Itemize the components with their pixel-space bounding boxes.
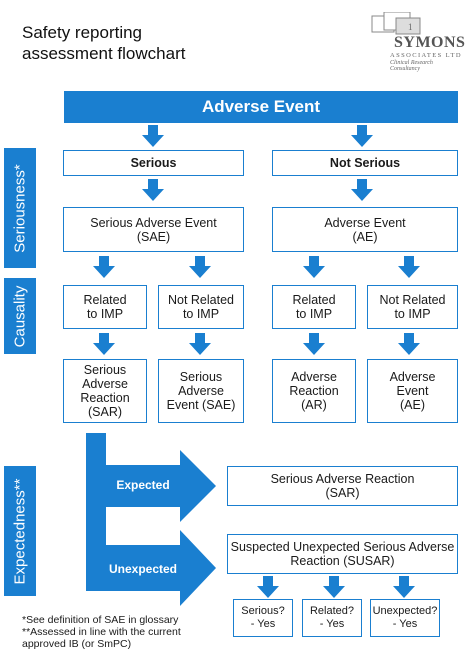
susar-result-line-1: Suspected Unexpected Serious Adverse	[230, 540, 455, 554]
title-line-1: Safety reporting	[22, 23, 143, 42]
arrow-down-icon	[303, 333, 325, 355]
arrow-down-icon	[93, 333, 115, 355]
arrow-down-icon	[93, 256, 115, 278]
arrow-down-icon	[303, 256, 325, 278]
outcome-line: Adverse	[178, 384, 224, 398]
sae-outcome-box: Serious Adverse Event (SAE)	[158, 359, 244, 423]
causality-line: to IMP	[86, 307, 124, 321]
check-answer: - Yes	[250, 618, 276, 630]
logo-subtitle: ASSOCIATES LTD	[390, 52, 462, 59]
check-question: Related?	[309, 605, 355, 617]
causality-line: Not Related	[379, 293, 446, 307]
expected-label: Expected	[116, 478, 170, 492]
outcome-line: Event (SAE)	[166, 398, 236, 412]
check-question: Serious?	[241, 605, 285, 617]
ae-outcome-box: Adverse Event (AE)	[367, 359, 458, 423]
related-imp-box: Related to IMP	[272, 285, 356, 329]
arrow-down-icon	[189, 333, 211, 355]
check-question: Unexpected?	[372, 605, 438, 617]
footnotes: *See definition of SAE in glossary **Ass…	[22, 614, 181, 650]
title-line-2: assessment flowchart	[22, 44, 186, 63]
arrow-down-icon	[323, 576, 345, 598]
ar-outcome-box: Adverse Reaction (AR)	[272, 359, 356, 423]
causality-line: to IMP	[394, 307, 431, 321]
arrow-down-icon	[398, 256, 420, 278]
ae-box: Adverse Event (AE)	[272, 207, 458, 252]
sar-result-box: Serious Adverse Reaction (SAR)	[227, 466, 458, 506]
arrow-down-icon	[257, 576, 279, 598]
arrow-down-icon	[142, 125, 164, 147]
related-imp-box: Related to IMP	[63, 285, 147, 329]
outcome-line: (AE)	[400, 398, 425, 412]
company-logo: 1 SYMONS ASSOCIATES LTD Clinical Researc…	[370, 12, 466, 72]
expectedness-sidebar: Expectedness**	[4, 466, 36, 596]
outcome-line: Reaction	[80, 391, 130, 405]
arrow-down-icon	[351, 125, 373, 147]
causality-line: Not Related	[167, 293, 234, 307]
sar-outcome-box: Serious Adverse Reaction (SAR)	[63, 359, 147, 423]
arrow-down-icon	[189, 256, 211, 278]
expectedness-flow-arrow	[86, 433, 216, 606]
outcome-line: (SAR)	[87, 405, 123, 419]
outcome-line: Adverse	[389, 370, 436, 384]
outcome-line: Reaction	[289, 384, 339, 398]
sae-box: Serious Adverse Event (SAE)	[63, 207, 244, 252]
susar-result-line-2: Reaction (SUSAR)	[290, 554, 395, 568]
logo-boxes-icon: 1	[371, 12, 421, 35]
sae-line-1: Serious Adverse Event	[90, 215, 217, 230]
logo-word: SYMONS	[394, 34, 466, 51]
arrow-down-icon	[351, 179, 373, 201]
outcome-line: Adverse	[82, 377, 128, 391]
ae-line-1: Adverse Event	[324, 215, 406, 230]
outcome-line: Serious	[179, 370, 223, 384]
outcome-line: Adverse	[291, 370, 337, 384]
footnote-line: *See definition of SAE in glossary	[22, 614, 179, 626]
svg-text:1: 1	[408, 22, 413, 32]
susar-result-box: Suspected Unexpected Serious Adverse Rea…	[227, 534, 458, 574]
arrow-down-icon	[398, 333, 420, 355]
sar-result-line-1: Serious Adverse Reaction	[270, 472, 415, 486]
not-related-imp-box: Not Related to IMP	[367, 285, 458, 329]
not-serious-box: Not Serious	[272, 150, 458, 176]
footnote-line: **Assessed in line with the current	[22, 626, 181, 638]
check-answer: - Yes	[392, 618, 418, 630]
sae-line-2: (SAE)	[136, 229, 171, 244]
check-answer: - Yes	[319, 618, 345, 630]
arrow-down-icon	[142, 179, 164, 201]
unexpected-check-box: Unexpected? - Yes	[370, 599, 440, 637]
serious-box: Serious	[63, 150, 244, 176]
logo-tagline: Clinical Research Consultancy	[390, 60, 433, 72]
serious-check-box: Serious? - Yes	[233, 599, 293, 637]
outcome-line: (AR)	[301, 398, 327, 412]
outcome-line: Event	[396, 384, 429, 398]
arrow-down-icon	[393, 576, 415, 598]
sar-result-line-2: (SAR)	[325, 486, 360, 500]
footnote-line: approved IB (or SmPC)	[22, 638, 132, 650]
causality-sidebar: Causality	[4, 278, 36, 354]
not-related-imp-box: Not Related to IMP	[158, 285, 244, 329]
related-check-box: Related? - Yes	[302, 599, 362, 637]
outcome-line: Serious	[83, 363, 127, 377]
page-title: Safety reporting assessment flowchart	[22, 22, 185, 64]
causality-line: Related	[292, 293, 336, 307]
ae-line-2: (AE)	[352, 229, 378, 244]
seriousness-sidebar: Seriousness*	[4, 148, 36, 268]
causality-line: to IMP	[295, 307, 333, 321]
causality-line: Related	[83, 293, 127, 307]
adverse-event-banner: Adverse Event	[64, 91, 458, 123]
unexpected-label: Unexpected	[108, 562, 178, 576]
causality-line: to IMP	[182, 307, 220, 321]
